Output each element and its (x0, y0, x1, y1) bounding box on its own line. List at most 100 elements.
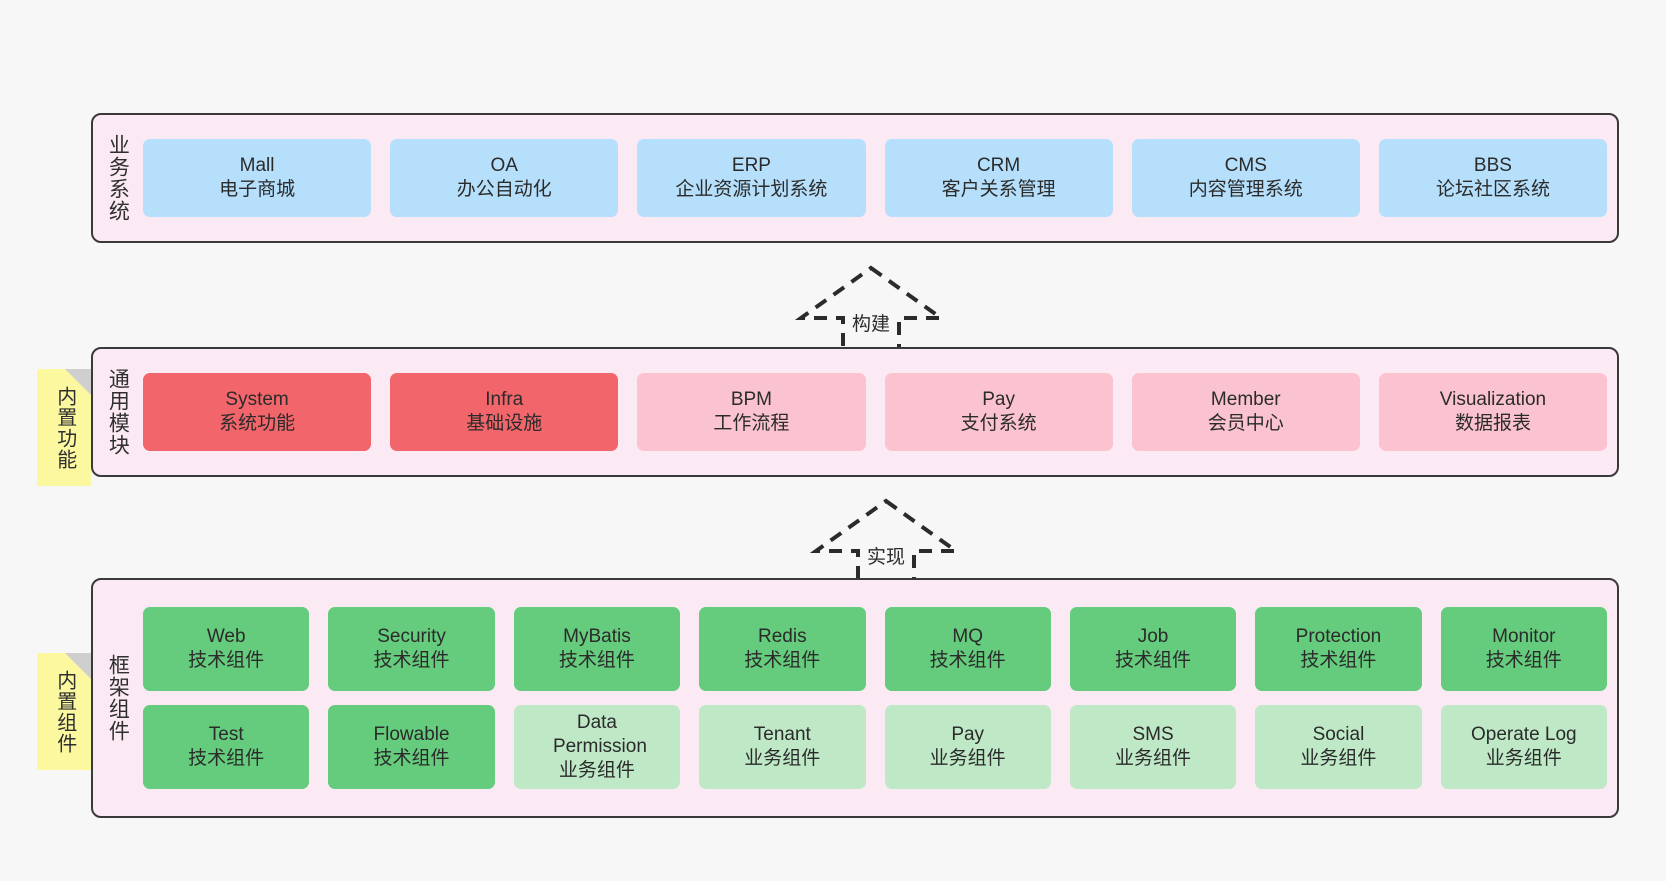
box-bbs[interactable]: BBS 论坛社区系统 (1378, 139, 1608, 217)
box-title: Mall (239, 154, 275, 176)
layer-framework-component: 框架组件 Web 技术组件 Security 技术组件 MyBatis 技术组件… (91, 578, 1619, 818)
box-title: Social (1312, 723, 1365, 745)
box-title: Monitor (1492, 625, 1556, 647)
box-data-permission[interactable]: Data Permission 业务组件 (513, 705, 681, 789)
box-title: Security (377, 625, 446, 647)
box-operate-log[interactable]: Operate Log 业务组件 (1440, 705, 1607, 789)
box-infra[interactable]: Infra 基础设施 (390, 373, 619, 451)
note-builtin-component: 内置组件 (37, 653, 91, 770)
box-subtitle: 基础设施 (466, 413, 543, 434)
box-title: BBS (1473, 154, 1512, 176)
box-subtitle: 技术组件 (188, 650, 265, 671)
box-subtitle: 技术组件 (558, 650, 635, 671)
box-title: Data Permission (552, 711, 647, 757)
box-pay-component[interactable]: Pay 业务组件 (884, 705, 1051, 789)
box-social[interactable]: Social 业务组件 (1255, 705, 1422, 789)
box-redis[interactable]: Redis 技术组件 (699, 607, 866, 691)
box-subtitle: 技术组件 (1115, 650, 1192, 671)
layer-common-module: 通用模块 System 系统功能 Infra 基础设施 BPM 工作流程 Pay… (91, 347, 1619, 477)
row-technical-components: Web 技术组件 Security 技术组件 MyBatis 技术组件 Redi… (143, 607, 1607, 691)
box-title: OA (490, 154, 518, 176)
box-erp[interactable]: ERP 企业资源计划系统 (637, 139, 866, 217)
box-title: Protection (1295, 625, 1382, 647)
layer-business-system: 业务系统 Mall 电子商城 OA 办公自动化 ERP 企业资源计划系统 CRM… (91, 113, 1619, 243)
box-subtitle: 办公自动化 (456, 179, 552, 200)
box-subtitle: 内容管理系统 (1188, 179, 1303, 200)
arrow-implement-shape (810, 498, 962, 585)
row-common-module: System 系统功能 Infra 基础设施 BPM 工作流程 Pay 支付系统… (143, 373, 1608, 451)
note-label: 内置组件 (53, 669, 76, 754)
box-title: CRM (976, 154, 1021, 176)
box-title: Web (206, 625, 246, 647)
box-mall[interactable]: Mall 电子商城 (143, 139, 372, 217)
box-mybatis[interactable]: MyBatis 技术组件 (513, 607, 681, 691)
box-member[interactable]: Member 会员中心 (1131, 373, 1360, 451)
box-title: Job (1137, 625, 1169, 647)
arrow-implement: 实现 (810, 495, 962, 587)
box-subtitle: 系统功能 (219, 413, 296, 434)
box-subtitle: 企业资源计划系统 (675, 179, 828, 200)
box-flowable[interactable]: Flowable 技术组件 (328, 705, 495, 789)
box-subtitle: 业务组件 (1115, 748, 1192, 769)
box-title: Operate Log (1470, 723, 1577, 745)
box-subtitle: 支付系统 (960, 413, 1037, 434)
box-subtitle: 业务组件 (1485, 748, 1562, 769)
box-subtitle: 业务组件 (558, 760, 635, 782)
box-subtitle: 业务组件 (1300, 748, 1377, 769)
box-protection[interactable]: Protection 技术组件 (1255, 607, 1422, 691)
box-sms[interactable]: SMS 业务组件 (1069, 705, 1237, 789)
box-title: Redis (758, 625, 807, 647)
box-title: ERP (731, 154, 771, 176)
box-subtitle: 论坛社区系统 (1435, 179, 1550, 200)
layer-title-framework-component: 框架组件 (106, 654, 130, 742)
box-subtitle: 技术组件 (929, 650, 1006, 671)
box-title: Infra (485, 388, 524, 410)
arrow-build-shape (795, 265, 947, 352)
box-title: MQ (952, 625, 983, 647)
box-monitor[interactable]: Monitor 技术组件 (1440, 607, 1607, 691)
box-tenant[interactable]: Tenant 业务组件 (699, 705, 866, 789)
note-fold-corner-icon (65, 653, 91, 679)
box-crm[interactable]: CRM 客户关系管理 (884, 139, 1113, 217)
box-system[interactable]: System 系统功能 (143, 373, 372, 451)
note-label: 内置功能 (53, 385, 76, 470)
box-title: Tenant (753, 723, 811, 745)
box-subtitle: 技术组件 (188, 748, 265, 769)
box-title: Pay (951, 723, 985, 745)
box-title: Flowable (373, 723, 450, 745)
box-title: System (225, 388, 289, 410)
box-subtitle: 数据报表 (1454, 413, 1531, 434)
arrow-build: 构建 (795, 262, 947, 354)
box-title: Member (1210, 388, 1281, 410)
box-title: Pay (982, 388, 1015, 410)
box-security[interactable]: Security 技术组件 (328, 607, 495, 691)
box-web[interactable]: Web 技术组件 (143, 607, 310, 691)
box-subtitle: 业务组件 (929, 748, 1006, 769)
box-subtitle: 技术组件 (1300, 650, 1377, 671)
box-bpm[interactable]: BPM 工作流程 (637, 373, 866, 451)
box-title: Test (208, 723, 244, 745)
box-subtitle: 技术组件 (744, 650, 821, 671)
box-subtitle: 技术组件 (1485, 650, 1562, 671)
layer-body-common-module: System 系统功能 Infra 基础设施 BPM 工作流程 Pay 支付系统… (141, 349, 1617, 475)
layer-body-business-system: Mall 电子商城 OA 办公自动化 ERP 企业资源计划系统 CRM 客户关系… (141, 115, 1617, 241)
box-title: BPM (730, 388, 773, 410)
note-fold-corner-icon (65, 369, 91, 395)
box-test[interactable]: Test 技术组件 (143, 705, 310, 789)
box-mq[interactable]: MQ 技术组件 (884, 607, 1051, 691)
layer-title-common-module: 通用模块 (106, 368, 130, 456)
layer-body-framework-component: Web 技术组件 Security 技术组件 MyBatis 技术组件 Redi… (141, 580, 1617, 816)
box-cms[interactable]: CMS 内容管理系统 (1131, 139, 1360, 217)
box-title: MyBatis (563, 625, 631, 647)
box-pay-module[interactable]: Pay 支付系统 (884, 373, 1113, 451)
box-subtitle: 会员中心 (1207, 413, 1284, 434)
box-job[interactable]: Job 技术组件 (1069, 607, 1237, 691)
row-business-system: Mall 电子商城 OA 办公自动化 ERP 企业资源计划系统 CRM 客户关系… (143, 139, 1608, 217)
box-oa[interactable]: OA 办公自动化 (390, 139, 619, 217)
box-subtitle: 电子商城 (219, 179, 296, 200)
box-subtitle: 技术组件 (373, 748, 450, 769)
box-title: SMS (1132, 723, 1174, 745)
box-title: CMS (1224, 154, 1267, 176)
box-visualization[interactable]: Visualization 数据报表 (1378, 373, 1608, 451)
